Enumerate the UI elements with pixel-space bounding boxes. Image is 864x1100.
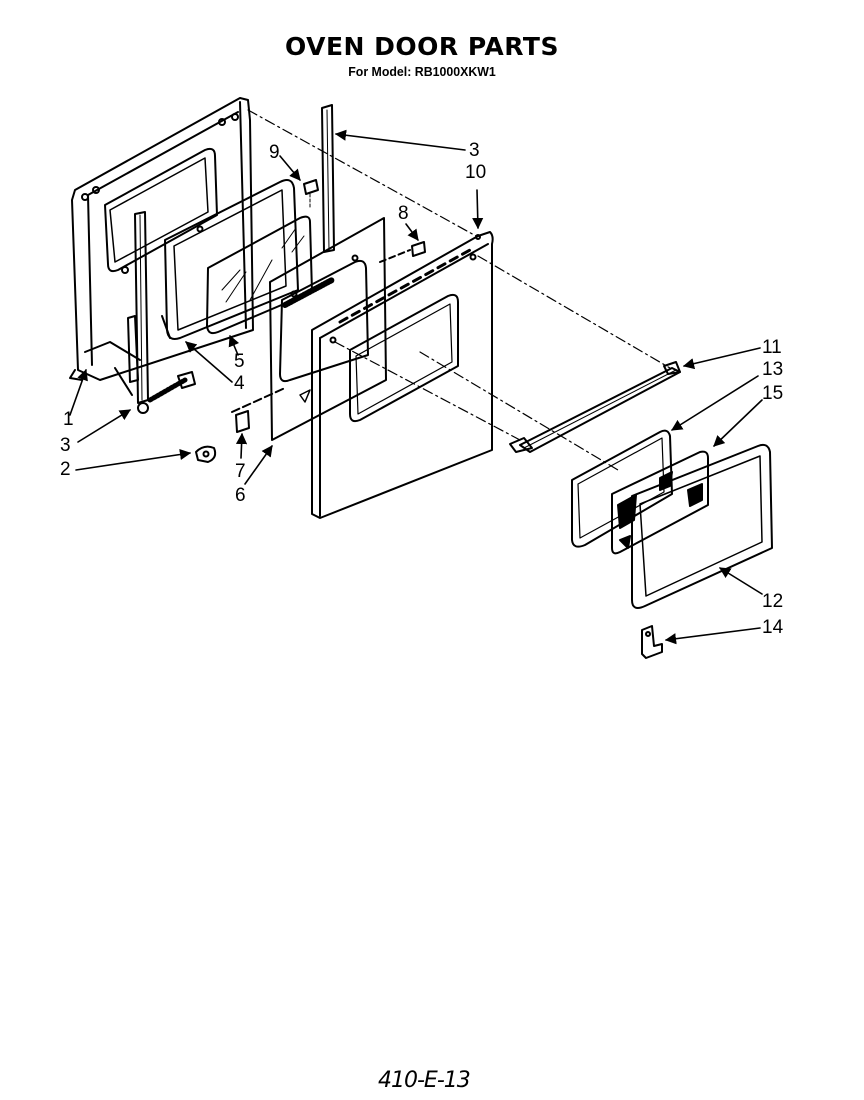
callout-14: 14 [762, 617, 784, 638]
callout-10: 10 [465, 162, 487, 183]
page-title: OVEN DOOR PARTS [285, 32, 559, 61]
model-subtitle: For Model: RB1000XKW1 [348, 64, 496, 79]
leader-lines [69, 129, 763, 645]
clip-8 [379, 241, 426, 263]
glass-frame [161, 179, 299, 340]
right-hinge [321, 104, 335, 253]
window-frame [631, 443, 773, 609]
callout-7: 7 [235, 461, 246, 482]
callout-13: 13 [762, 359, 784, 380]
outer-door-panel [311, 231, 494, 519]
window-gasket [571, 429, 673, 548]
clip-7 [231, 387, 286, 433]
spacer [303, 179, 319, 209]
insulation-shield [269, 217, 387, 441]
callout-11: 11 [762, 337, 782, 358]
bracket [641, 625, 663, 659]
callout-8: 8 [398, 203, 409, 224]
callout-3-left: 3 [60, 435, 71, 456]
callout-6: 6 [235, 485, 246, 506]
callout-12: 12 [762, 591, 784, 612]
callout-1: 1 [63, 409, 74, 430]
callout-2: 2 [60, 459, 71, 480]
window-glass [611, 450, 709, 555]
hinge-clip [195, 445, 217, 463]
drawing-code: 410-E-13 [378, 1068, 471, 1093]
callout-9: 9 [269, 142, 280, 163]
inner-door-panel [69, 97, 254, 381]
callout-4: 4 [234, 373, 245, 394]
callout-5: 5 [234, 351, 245, 372]
callout-3-right: 3 [469, 140, 480, 161]
left-hinge [114, 211, 196, 414]
callout-15: 15 [762, 383, 784, 404]
door-trim [509, 361, 681, 453]
alignment-lines [247, 109, 671, 471]
